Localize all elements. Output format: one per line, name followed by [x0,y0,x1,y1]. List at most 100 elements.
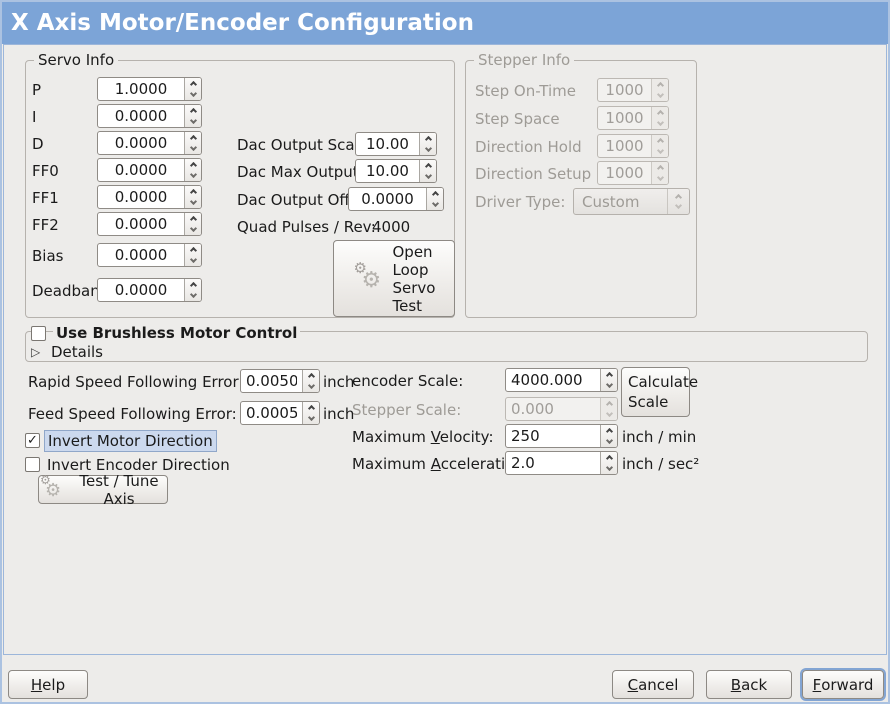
spin-down-icon[interactable] [424,144,432,153]
ff0-input[interactable] [98,159,184,181]
spin-down-icon[interactable] [605,436,613,445]
spin-buttons[interactable] [419,133,436,155]
spin-down-icon[interactable] [189,255,197,264]
spin-up-icon [656,81,664,90]
bias-spinbox[interactable] [97,243,202,267]
spin-up-icon[interactable] [605,427,613,436]
spin-up-icon[interactable] [189,246,197,255]
dac-output-scale-spinbox[interactable] [355,132,437,156]
spin-up-icon[interactable] [189,281,197,290]
spin-up-icon[interactable] [189,161,197,170]
spin-down-icon[interactable] [189,197,197,206]
encoder-scale-spinbox[interactable] [505,368,618,392]
dac-output-offset-spinbox[interactable] [348,187,444,211]
bias-input[interactable] [98,244,184,266]
p-input[interactable] [98,78,184,100]
p-spinbox[interactable] [97,77,202,101]
calculate-scale-button[interactable]: Calculate Scale [621,367,698,417]
feed-following-error-spinbox[interactable] [240,401,320,425]
maximum-velocity-input[interactable] [506,425,600,447]
rapid-following-error-spinbox[interactable] [240,369,320,393]
use-brushless-label[interactable]: Use Brushless Motor Control [53,323,301,343]
spin-up-icon[interactable] [189,80,197,89]
spin-up-icon[interactable] [605,454,613,463]
encoder-scale-input[interactable] [506,369,600,391]
details-expander-icon[interactable]: ▷ [31,345,41,359]
direction-setup-spinbox [597,161,669,185]
spin-down-icon[interactable] [307,381,315,390]
spin-up-icon[interactable] [189,188,197,197]
invert-encoder-label[interactable]: Invert Encoder Direction [47,456,230,474]
ff2-input[interactable] [98,213,184,235]
spin-buttons[interactable] [600,425,617,447]
d-input[interactable] [98,132,184,154]
spin-up-icon[interactable] [605,371,613,380]
spin-up-icon[interactable] [189,107,197,116]
spin-buttons[interactable] [184,213,201,235]
ff2-spinbox[interactable] [97,212,202,236]
spin-buttons [651,79,668,101]
ff1-input[interactable] [98,186,184,208]
spin-down-icon[interactable] [189,224,197,233]
spin-buttons[interactable] [426,188,443,210]
spin-buttons[interactable] [184,105,201,127]
maximum-acceleration-spinbox[interactable] [505,451,618,475]
spin-up-icon[interactable] [307,372,315,381]
open-loop-servo-test-button[interactable]: ⚙ ⚙ Open Loop Servo Test [333,240,455,317]
spin-up-icon[interactable] [307,404,315,413]
spin-buttons[interactable] [184,279,201,301]
spin-buttons[interactable] [184,159,201,181]
spin-buttons[interactable] [184,244,201,266]
spin-down-icon[interactable] [605,463,613,472]
spin-up-icon[interactable] [189,215,197,224]
spin-down-icon[interactable] [189,116,197,125]
dac-max-output-input[interactable] [356,160,419,182]
ff0-spinbox[interactable] [97,158,202,182]
maximum-acceleration-input[interactable] [506,452,600,474]
dac-output-offset-input[interactable] [349,188,426,210]
spin-down-icon[interactable] [189,290,197,299]
ff1-spinbox[interactable] [97,185,202,209]
spin-up-icon[interactable] [424,135,432,144]
details-expander-label[interactable]: Details [51,343,104,361]
use-brushless-checkbox[interactable] [31,326,46,341]
invert-motor-label[interactable]: Invert Motor Direction [44,430,217,452]
spin-down-icon[interactable] [605,380,613,389]
spin-down-icon[interactable] [189,170,197,179]
spin-buttons[interactable] [600,369,617,391]
feed-following-error-input[interactable] [241,402,302,424]
spin-buttons[interactable] [184,132,201,154]
spin-down-icon[interactable] [424,171,432,180]
spin-buttons[interactable] [419,160,436,182]
spin-down-icon[interactable] [307,413,315,422]
feed-following-error-label: Feed Speed Following Error: [28,405,237,423]
invert-encoder-checkbox[interactable] [25,457,40,472]
spin-up-icon[interactable] [431,190,439,199]
rapid-following-error-input[interactable] [241,370,302,392]
d-spinbox[interactable] [97,131,202,155]
spin-buttons[interactable] [184,78,201,100]
maximum-velocity-spinbox[interactable] [505,424,618,448]
deadband-spinbox[interactable] [97,278,202,302]
spin-buttons[interactable] [184,186,201,208]
dac-max-output-spinbox[interactable] [355,159,437,183]
invert-motor-checkbox[interactable]: ✓ [25,433,40,448]
spin-up-icon[interactable] [189,134,197,143]
test-tune-axis-button[interactable]: ⚙ ⚙ Test / Tune Axis [38,472,168,508]
spin-buttons[interactable] [302,370,319,392]
step-on-time-input [598,79,651,101]
spin-down-icon[interactable] [189,89,197,98]
spin-down-icon[interactable] [189,143,197,152]
dac-output-scale-input[interactable] [356,133,419,155]
deadband-input[interactable] [98,279,184,301]
i-spinbox[interactable] [97,104,202,128]
spin-down-icon[interactable] [431,199,439,208]
i-input[interactable] [98,105,184,127]
spin-buttons[interactable] [600,452,617,474]
spin-up-icon[interactable] [424,162,432,171]
spin-buttons[interactable] [302,402,319,424]
